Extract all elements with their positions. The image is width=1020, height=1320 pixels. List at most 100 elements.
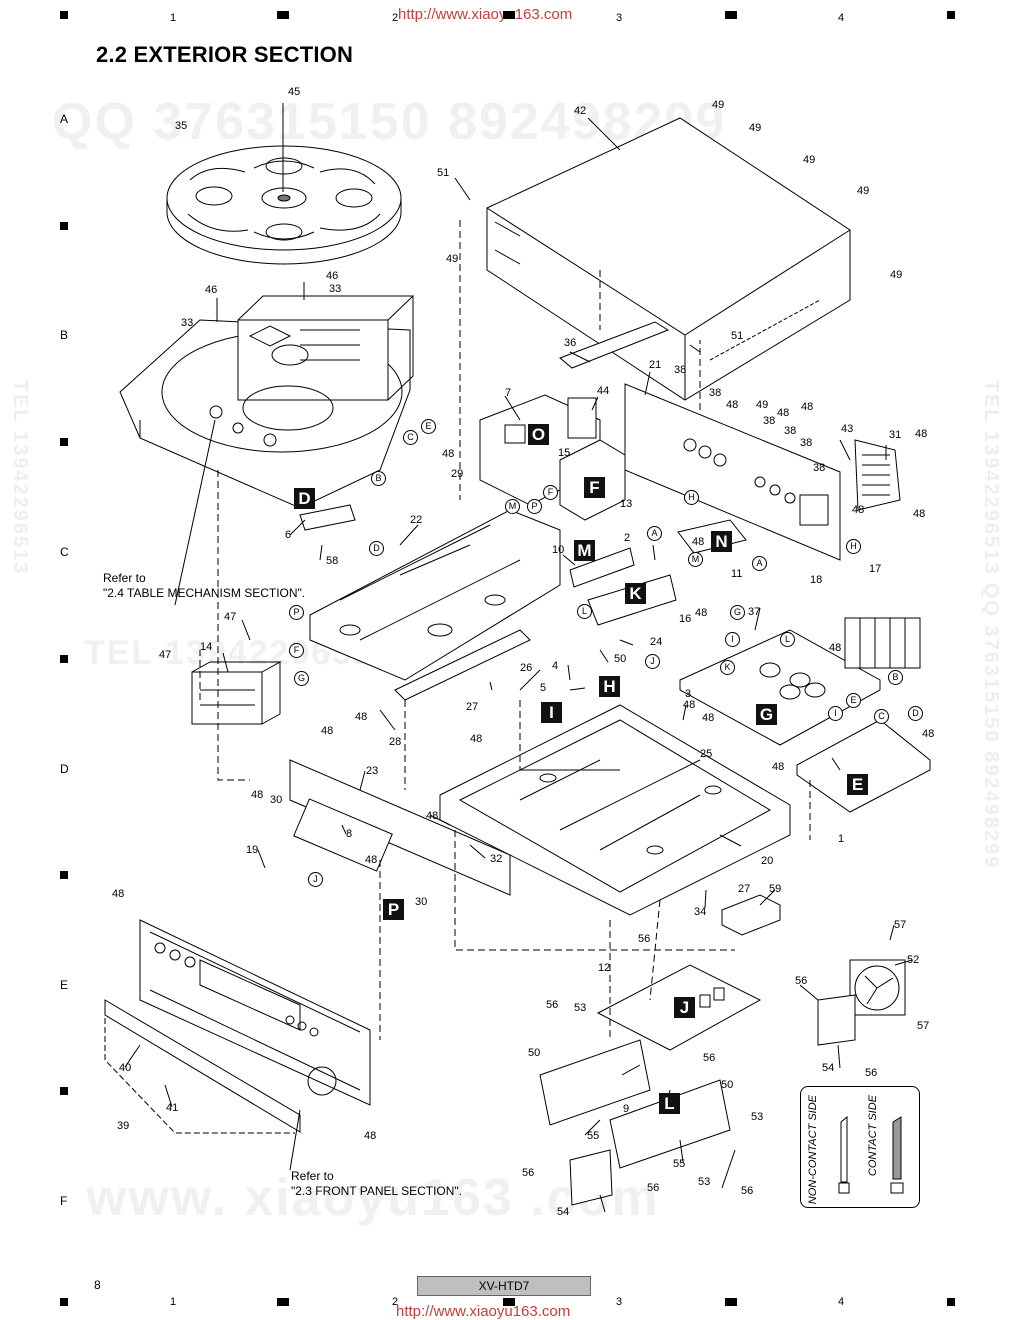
connector-callout: H <box>684 490 699 505</box>
part-number: 8 <box>346 828 353 840</box>
connector-callout: M <box>688 552 703 567</box>
board-label-g: G <box>756 704 777 725</box>
page-title: 2.2 EXTERIOR SECTION <box>96 42 354 67</box>
part-number: 48 <box>695 607 708 619</box>
part-number: 4 <box>552 660 559 672</box>
connector-callout: G <box>294 671 309 686</box>
part-number: 45 <box>288 86 301 98</box>
part-number: 6 <box>285 529 292 541</box>
board-label-j: J <box>674 997 695 1018</box>
connector-callout: I <box>828 706 843 721</box>
part-number: 53 <box>698 1176 711 1188</box>
connector-callout: E <box>846 693 861 708</box>
part-number: 23 <box>366 765 379 777</box>
model-name: XV-HTD7 <box>417 1276 591 1296</box>
part-number: 58 <box>326 555 339 567</box>
connector-callout: B <box>888 670 903 685</box>
part-number: 35 <box>175 120 188 132</box>
reg-mark <box>277 11 289 19</box>
part-number: 56 <box>703 1052 716 1064</box>
reg-mark <box>60 871 68 879</box>
reg-mark <box>60 438 68 446</box>
board-label-h: H <box>599 676 620 697</box>
part-number: 3 <box>685 688 692 700</box>
reg-mark <box>947 11 955 19</box>
table-mechanism <box>119 295 415 509</box>
part-number: 48 <box>702 712 715 724</box>
part-number: 48 <box>777 407 790 419</box>
reg-mark <box>60 222 68 230</box>
connector-callout: P <box>527 499 542 514</box>
part-number: 48 <box>321 725 334 737</box>
part-number: 1 <box>838 833 845 845</box>
table-mechanism-reference: Refer to "2.4 TABLE MECHANISM SECTION". <box>103 571 306 600</box>
reg-mark <box>503 1298 515 1306</box>
board-label-o: O <box>528 424 549 445</box>
reg-mark <box>947 1298 955 1306</box>
connector-callout: D <box>908 706 923 721</box>
part-number: 55 <box>673 1158 686 1170</box>
connector-callout: H <box>846 539 861 554</box>
part-number: 46 <box>205 284 218 296</box>
part-number: 7 <box>505 387 512 399</box>
part-number: 26 <box>520 662 533 674</box>
reg-mark <box>277 1298 289 1306</box>
part-number: 48 <box>915 428 928 440</box>
part-number: 36 <box>564 337 577 349</box>
column-number: 2 <box>392 12 399 24</box>
part-number: 56 <box>795 975 808 987</box>
part-number: 38 <box>763 415 776 427</box>
connector-callout: C <box>403 430 418 445</box>
part-number: 49 <box>890 269 903 281</box>
part-number: 10 <box>552 544 565 556</box>
connector-callout: J <box>645 654 660 669</box>
part-number: 56 <box>522 1167 535 1179</box>
part-number: 49 <box>857 185 870 197</box>
part-number: 20 <box>761 855 774 867</box>
part-number: 51 <box>731 330 744 342</box>
part-number: 48 <box>355 711 368 723</box>
watermark-qq: QQ 376315150 892498299 <box>52 93 727 151</box>
part-number: 31 <box>889 429 902 441</box>
part-number: 12 <box>598 962 611 974</box>
column-number: 2 <box>392 1296 399 1308</box>
front-panel-reference: Refer to "2.3 FRONT PANEL SECTION". <box>291 1169 462 1198</box>
part-number: 55 <box>587 1130 600 1142</box>
row-letter: F <box>60 1194 68 1208</box>
part-number: 34 <box>694 906 707 918</box>
part-number: 42 <box>574 105 587 117</box>
part-number: 27 <box>466 701 479 713</box>
board-label-e: E <box>847 774 868 795</box>
disc-tray <box>166 145 402 265</box>
watermark-url-bottom: http://www.xiaoyu163.com <box>396 1303 571 1320</box>
connector-callout: F <box>289 643 304 658</box>
part-number: 48 <box>251 789 264 801</box>
connector-callout: P <box>289 605 304 620</box>
front-panel <box>139 919 371 1106</box>
column-number: 3 <box>616 12 623 24</box>
connector-callout: L <box>577 604 592 619</box>
part-number: 50 <box>614 653 627 665</box>
part-number: 48 <box>364 1130 377 1142</box>
part-number: 9 <box>623 1103 630 1115</box>
connector-callout: I <box>725 632 740 647</box>
watermark-side-left: TEL 13942296513 <box>9 380 31 576</box>
board-label-f: F <box>584 477 605 498</box>
column-number: 4 <box>838 1296 845 1308</box>
part-number: 48 <box>692 536 705 548</box>
part-number: 49 <box>446 253 459 265</box>
part-number: 56 <box>546 999 559 1011</box>
part-number: 48 <box>726 399 739 411</box>
part-number: 28 <box>389 736 402 748</box>
part-number: 43 <box>841 423 854 435</box>
board-label-i: I <box>541 702 562 723</box>
watermark-www: www. xiaoyu163 .com <box>86 1169 660 1227</box>
part-number: 49 <box>803 154 816 166</box>
part-number: 56 <box>638 933 651 945</box>
part-number: 48 <box>852 504 865 516</box>
row-letter: B <box>60 328 69 342</box>
connector-callout: M <box>505 499 520 514</box>
watermark-url-top: http://www.xiaoyu163.com <box>398 6 573 23</box>
part-number: 13 <box>620 498 633 510</box>
part-number: 48 <box>922 728 935 740</box>
